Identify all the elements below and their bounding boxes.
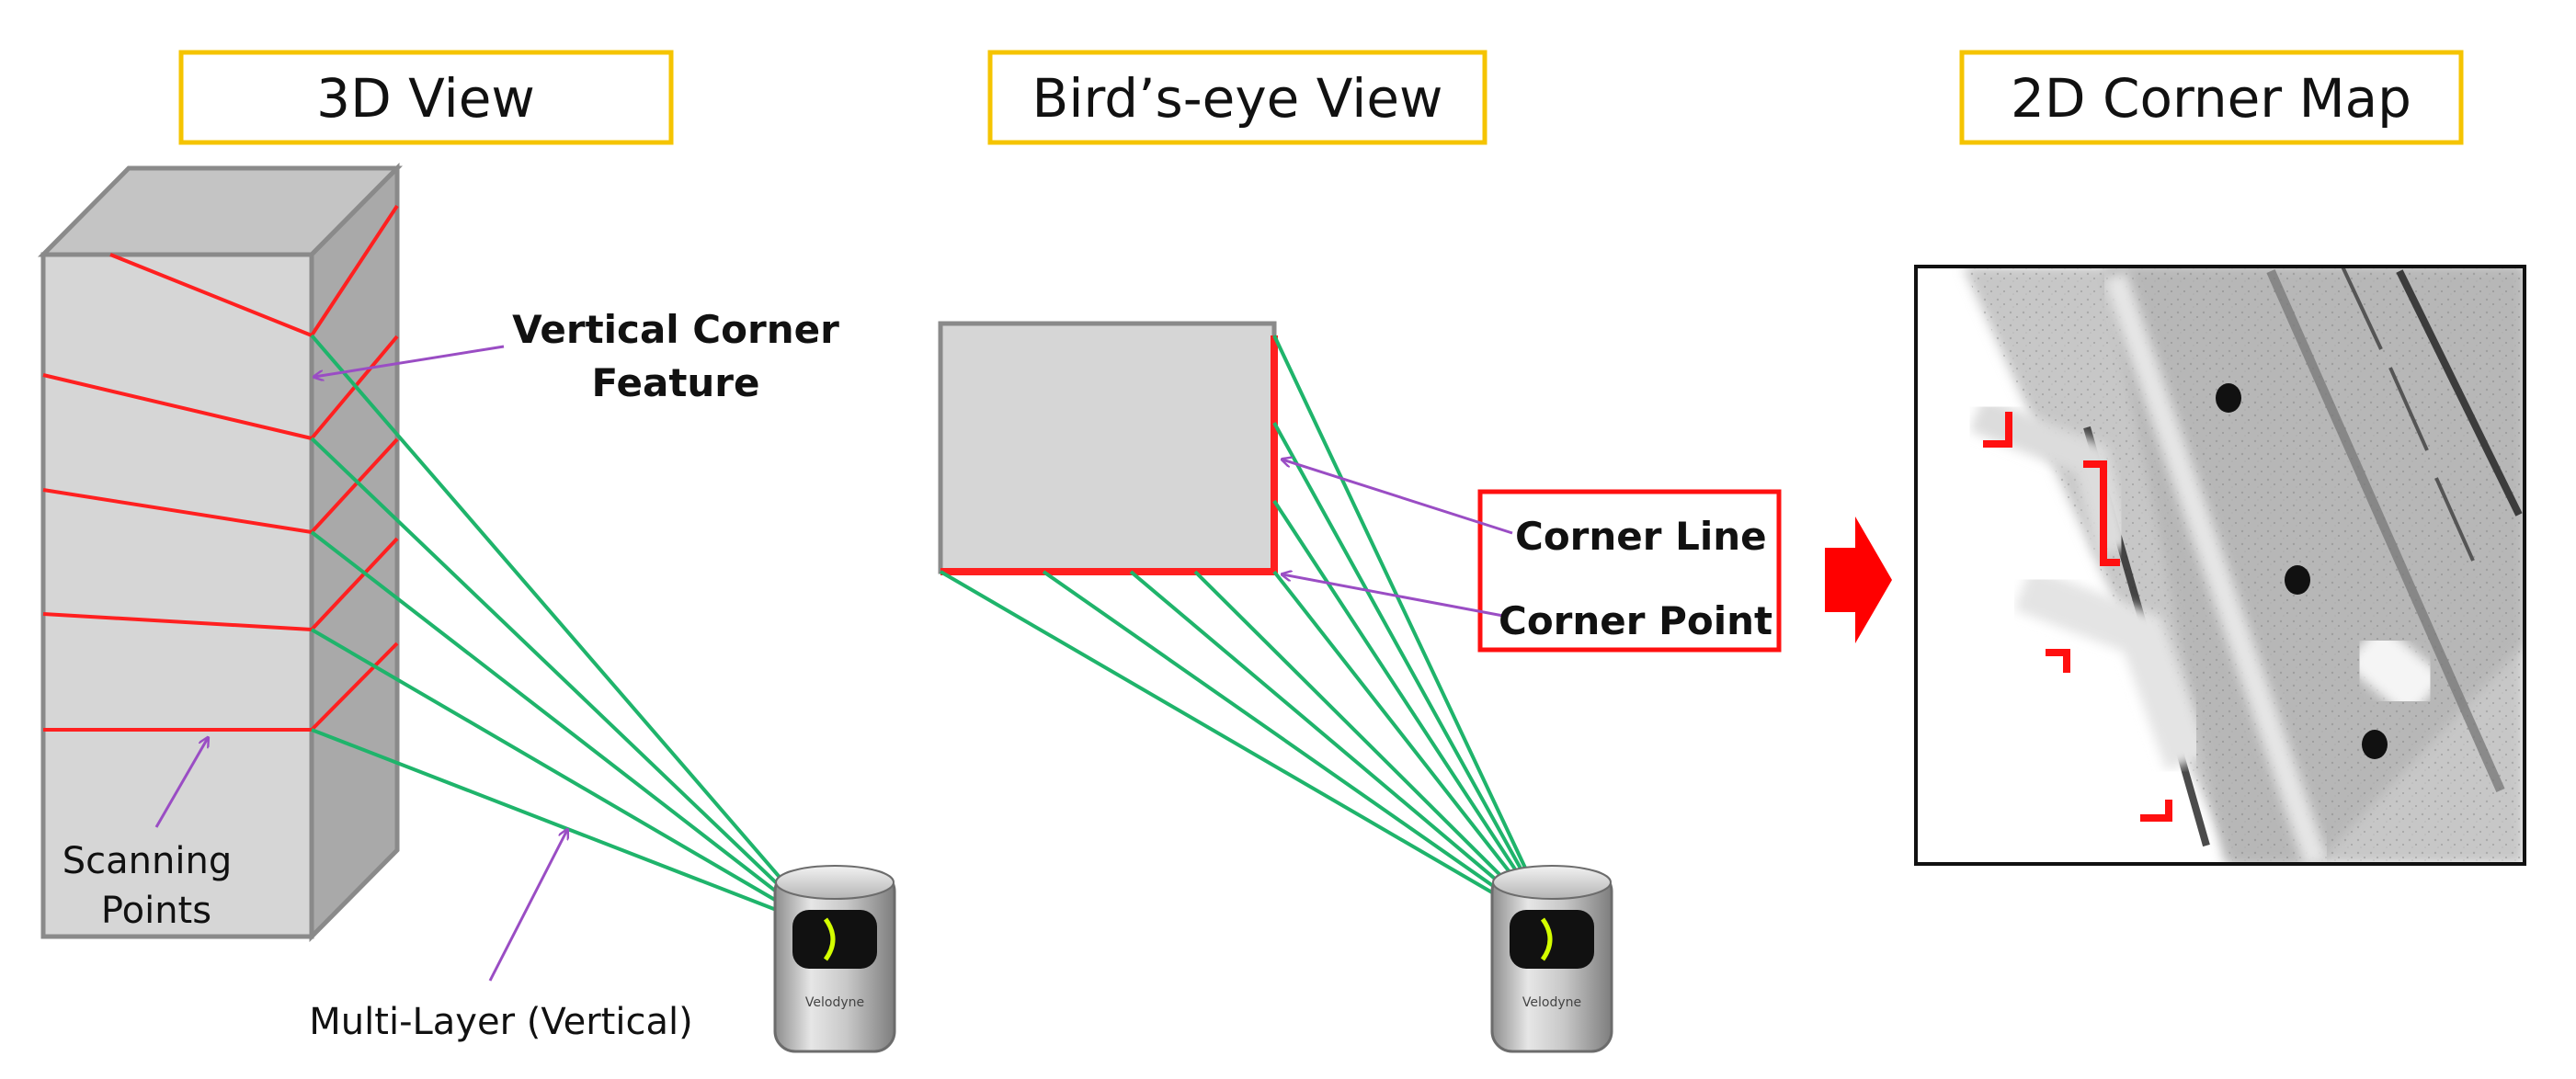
label-scanning-line1: Scanning [63, 840, 232, 882]
scan-line-side [310, 537, 399, 631]
title-birdseye-view: Bird’s-eye View [1032, 67, 1443, 130]
title-box-2d-corner-map: 2D Corner Map [1959, 50, 2464, 145]
lidar-beam [1272, 335, 1556, 929]
lidar-beam [1042, 570, 1556, 930]
lidar-beam [310, 437, 826, 930]
vertical-corner-arrow [314, 345, 505, 377]
label-corner-line: Corner Line [1515, 514, 1767, 559]
sensor-brand-text: Velodyne [805, 995, 864, 1010]
scan-line-front [42, 373, 313, 440]
corner-marker [2046, 649, 2070, 673]
sensor-lens-glow [823, 917, 836, 961]
title-box-3d-view: 3D View [178, 50, 674, 145]
lidar-sensor-icon: Velodyne [1490, 865, 1613, 1053]
building-top-view [938, 321, 1277, 574]
map-object [2285, 565, 2310, 595]
map-imagery [1963, 267, 2525, 864]
corner-markers [1983, 412, 2172, 822]
label-scanning-line2: Points [101, 890, 211, 932]
label-vertical-corner-line2: Feature [592, 360, 760, 405]
corner-map [1914, 265, 2526, 866]
lidar-beam [1272, 499, 1556, 930]
lidar-beam [310, 628, 826, 930]
corner-marker [2140, 800, 2172, 822]
lidar-beam [310, 530, 826, 930]
corner-marker [1983, 412, 2012, 448]
lidar-beam [1272, 570, 1556, 930]
map-frame [1914, 265, 2526, 866]
scan-line-side [310, 437, 399, 534]
sensor-brand-text: Velodyne [1522, 995, 1581, 1010]
building-front-face [40, 252, 314, 939]
title-3d-view: 3D View [316, 67, 535, 130]
label-corner-point: Corner Point [1499, 598, 1772, 643]
lidar-beam [1272, 422, 1556, 929]
title-box-birdseye-view: Bird’s-eye View [987, 50, 1487, 145]
corner-point-arrow [1282, 574, 1504, 618]
map-object [2216, 383, 2241, 413]
corner-marker [2083, 460, 2120, 566]
map-object [2362, 730, 2388, 759]
lidar-beams-birdseye [939, 335, 1556, 930]
scan-line-front [42, 488, 313, 534]
scan-line-front [109, 253, 313, 337]
lidar-beam [1129, 570, 1556, 930]
scan-line-side [310, 204, 399, 337]
lidar-beam [939, 570, 1556, 930]
lidar-sensor-icon: Velodyne [773, 865, 896, 1053]
lidar-beam [1193, 570, 1556, 930]
scan-line-side [310, 642, 399, 732]
sensor-lens-glow [1540, 917, 1553, 961]
right-arrow-icon [1825, 517, 1892, 643]
scanning-points-arrow [154, 738, 208, 828]
corner-callout-box [1477, 489, 1782, 653]
title-2d-corner-map: 2D Corner Map [2011, 67, 2411, 130]
label-multilayer: Multi-Layer (Vertical) [309, 1001, 692, 1043]
lidar-beam [310, 334, 826, 930]
scan-line-front [42, 612, 313, 631]
label-vertical-corner-line1: Vertical Corner [512, 307, 839, 352]
multilayer-arrow [488, 830, 567, 982]
corner-line-arrow [1282, 460, 1513, 535]
